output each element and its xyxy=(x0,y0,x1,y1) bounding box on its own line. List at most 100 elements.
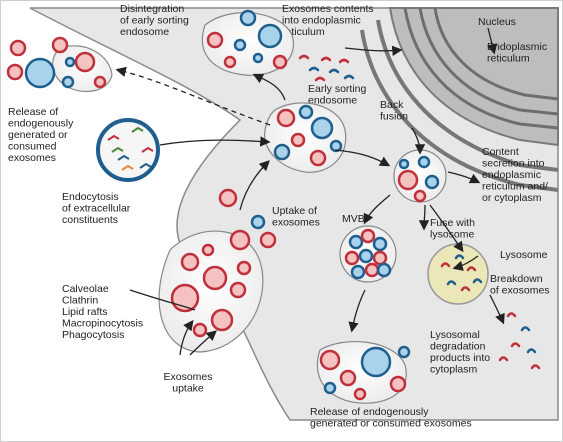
label-disintegration-line: of early sorting xyxy=(120,15,189,27)
label-release-top-line: Release of xyxy=(8,106,58,118)
label-exosomes-er-line: reticulum xyxy=(282,26,325,38)
arrow-lysosome-label xyxy=(452,255,479,271)
early-sorting-endosome xyxy=(264,102,347,173)
label-exosomes-er-line: into endoplasmic xyxy=(282,15,361,27)
blue-exosome xyxy=(360,346,392,378)
debris-fragment xyxy=(314,76,326,82)
degraded-fragment xyxy=(454,254,465,260)
nucleus xyxy=(388,7,559,147)
blue-exosome xyxy=(273,143,291,161)
blue-exosome xyxy=(64,56,76,68)
mvb xyxy=(339,225,397,283)
arrow-uptake xyxy=(239,160,270,211)
arrow-content-secretion xyxy=(447,171,481,184)
label-er-line: reticulum xyxy=(487,53,530,65)
blue-exosome xyxy=(257,23,283,49)
red-exosome xyxy=(339,369,357,387)
arrow-endocytosis xyxy=(159,136,271,147)
red-exosome xyxy=(74,51,96,73)
degradation-fragment xyxy=(530,364,541,370)
blue-exosome xyxy=(233,38,247,52)
arrow-to-disintegration xyxy=(252,73,286,101)
red-exosome xyxy=(229,229,251,251)
debris-fragment xyxy=(328,68,340,74)
arrow-degradation xyxy=(489,294,505,325)
degradation-fragment xyxy=(520,326,531,332)
disintegrating-endosome xyxy=(201,9,295,76)
label-exosomes-uptake-line: uptake xyxy=(172,383,204,395)
red-exosome xyxy=(344,250,360,266)
extracellular-constituent xyxy=(121,164,134,171)
degraded-fragment xyxy=(466,266,477,272)
vesicles xyxy=(6,9,541,404)
label-early-sorting-line: Early sorting xyxy=(308,83,367,95)
blue-exosome xyxy=(298,104,314,120)
arrows xyxy=(115,27,505,356)
degradation-fragment xyxy=(526,348,537,354)
red-exosome xyxy=(259,231,277,249)
extracellular-constituent xyxy=(131,126,144,133)
arrow-exo-uptake-1 xyxy=(179,319,194,356)
label-lysosome: Lysosome xyxy=(500,249,548,261)
arrow-release-bottom xyxy=(348,289,366,333)
blue-exosome xyxy=(397,345,411,359)
label-release-top-line: endogenously xyxy=(8,118,74,130)
label-breakdown-line: of exosomes xyxy=(490,285,550,297)
red-exosome xyxy=(229,281,247,299)
released-exosomes-top xyxy=(6,36,113,93)
label-disintegration-line: endosome xyxy=(120,26,169,38)
label-pathways-line: Lipid rafts xyxy=(62,306,108,318)
degradation-fragment xyxy=(506,312,517,318)
red-exosome xyxy=(51,36,69,54)
label-endocytosis-line: Endocytosis xyxy=(62,191,119,203)
label-fuse-line: lysosome xyxy=(430,229,475,241)
label-release-top-line: consumed xyxy=(8,141,57,153)
label-content-secretion-line: or cytoplasm xyxy=(482,192,542,204)
label-lysosomal-deg-line: Lysosomal xyxy=(430,329,480,341)
label-pathways-line: Macropinocytosis xyxy=(62,318,143,330)
label-endocytosis-line: of extracellular xyxy=(62,203,131,215)
label-nucleus-line: Nucleus xyxy=(478,16,516,28)
extracellular-constituent xyxy=(107,134,120,141)
blue-exosome xyxy=(398,158,410,170)
label-uptake-line: exosomes xyxy=(272,217,320,229)
red-exosome xyxy=(210,308,234,332)
arrow-er-label xyxy=(487,27,498,55)
label-release-bottom-line: Release of endogenously xyxy=(310,406,429,418)
arrow-to-lysosome xyxy=(429,204,464,253)
label-mvb-line: MVB xyxy=(342,213,365,225)
blue-exosome xyxy=(239,9,257,27)
label-lysosome-line: Lysosome xyxy=(500,249,548,261)
blue-exosome xyxy=(372,236,388,252)
red-exosome xyxy=(360,228,376,244)
label-early-sorting-line: endosome xyxy=(308,95,357,107)
debris-fragment xyxy=(338,58,350,64)
label-exosomes-er-line: Exosomes contents xyxy=(282,3,374,15)
red-exosome xyxy=(9,39,27,57)
label-content-secretion-line: Content xyxy=(482,146,519,158)
arrow-fuse xyxy=(418,204,430,231)
label-release-top-line: generated or xyxy=(8,129,68,141)
red-exosome xyxy=(372,250,388,266)
extracellular-constituent xyxy=(139,162,152,169)
blue-exosome xyxy=(323,381,337,395)
label-er-line: Endoplasmic xyxy=(487,41,547,53)
degradation-fragment xyxy=(498,356,509,362)
red-exosome xyxy=(413,189,427,203)
label-fuse-line: Fuse with xyxy=(430,217,475,229)
pathways-bracket xyxy=(129,289,196,311)
degraded-fragment xyxy=(440,262,451,268)
red-exosome xyxy=(93,75,107,89)
back-fusion-endosome xyxy=(393,149,447,203)
label-lysosomal-deg-line: degradation xyxy=(430,341,486,353)
label-disintegration-line: Disintegration xyxy=(120,3,184,15)
label-lysosomal-deg-line: cytoplasm xyxy=(430,364,478,376)
degradation-fragment xyxy=(510,342,521,348)
